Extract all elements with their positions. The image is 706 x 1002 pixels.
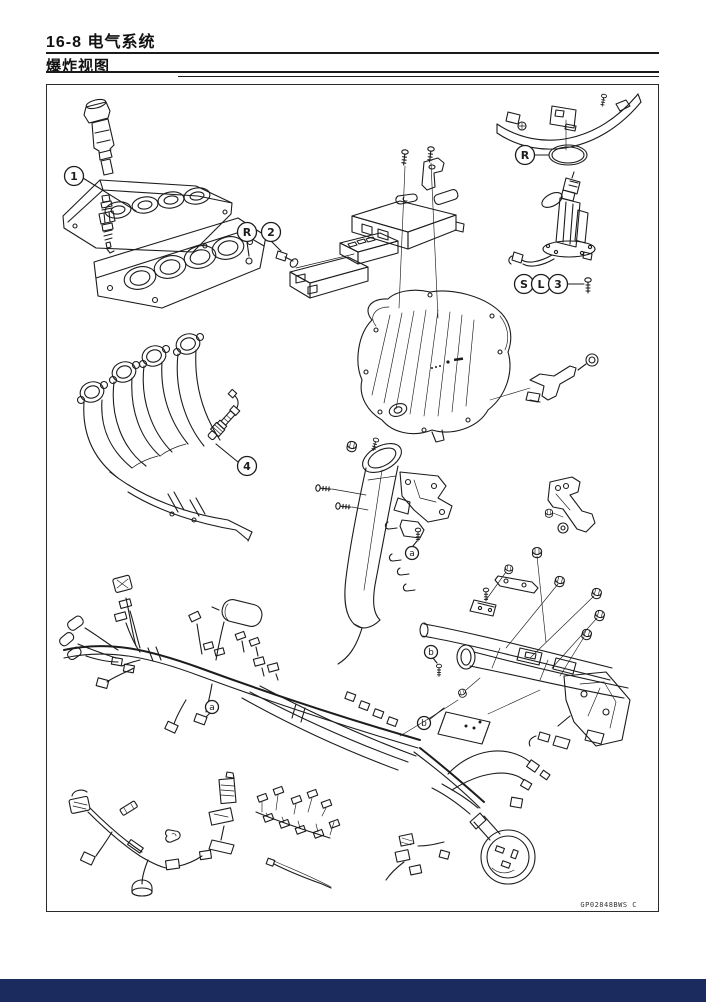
figure-code: GP02848BWS C xyxy=(580,901,637,909)
sub-wire-harness xyxy=(68,789,213,897)
oxygen-sensor xyxy=(207,388,241,441)
section-rule xyxy=(46,52,659,54)
callout-2: 2 xyxy=(260,221,282,252)
fuel-tank xyxy=(357,289,531,443)
callout-a-frame: a xyxy=(404,540,420,561)
svg-text:R: R xyxy=(521,149,530,162)
fuel-pump-plate xyxy=(496,93,642,151)
figure-border xyxy=(46,84,659,912)
subsection-title: 爆炸视图 xyxy=(46,58,111,75)
svg-text:b: b xyxy=(428,648,434,658)
harness-clamp xyxy=(165,829,181,843)
callout-r-head: R xyxy=(236,221,258,257)
cable-tie xyxy=(265,857,332,889)
callout-1: 1 xyxy=(63,165,137,212)
svg-text:L: L xyxy=(537,278,544,291)
ignition-coil xyxy=(83,98,115,176)
callout-b-upper: b xyxy=(423,644,439,664)
svg-text:b: b xyxy=(421,719,427,729)
callout-3: 3 xyxy=(547,273,585,295)
svg-text:3: 3 xyxy=(554,278,562,291)
relay-box xyxy=(339,232,399,265)
frame-head-pipe xyxy=(337,442,402,665)
svg-text:4: 4 xyxy=(243,460,251,473)
junction-box xyxy=(289,253,369,299)
side-bracket xyxy=(544,476,596,534)
connector-cluster xyxy=(255,785,341,839)
main-wire-harness xyxy=(59,574,459,771)
coolant-temp-sensor xyxy=(275,250,299,268)
alternator-connector-harness xyxy=(385,747,551,885)
svg-text:S: S xyxy=(520,278,528,291)
svg-text:R: R xyxy=(243,226,252,239)
subsection-rule xyxy=(46,71,659,74)
rear-frame-bracket xyxy=(528,671,631,750)
fuse xyxy=(119,800,138,816)
callout-a-harness: a xyxy=(204,699,220,718)
subsection-rule-thin xyxy=(178,75,659,77)
sensor-o-ring xyxy=(245,257,253,265)
rear-subframe xyxy=(419,546,629,745)
callout-s: S xyxy=(513,273,535,295)
tank-bracket-sensor xyxy=(525,353,599,403)
svg-text:2: 2 xyxy=(267,226,275,239)
callout-r-pump: R xyxy=(514,144,550,166)
svg-text:1: 1 xyxy=(70,170,78,183)
callout-l: L xyxy=(530,273,552,295)
exhaust-header xyxy=(76,332,253,542)
svg-text:a: a xyxy=(409,549,415,559)
sensor-bracket-plate xyxy=(208,771,237,855)
frame-brackets xyxy=(314,437,453,592)
ecu-bracket xyxy=(395,145,459,319)
section-title: 16-8 电气系统 xyxy=(46,34,156,51)
svg-text:a: a xyxy=(209,703,215,713)
callout-4: 4 xyxy=(215,443,258,477)
fuel-pump xyxy=(508,171,596,267)
footer-bar xyxy=(0,979,706,1002)
pump-screw xyxy=(584,277,592,294)
cylinder-head-cover xyxy=(62,179,233,253)
subframe-screw xyxy=(436,663,442,677)
